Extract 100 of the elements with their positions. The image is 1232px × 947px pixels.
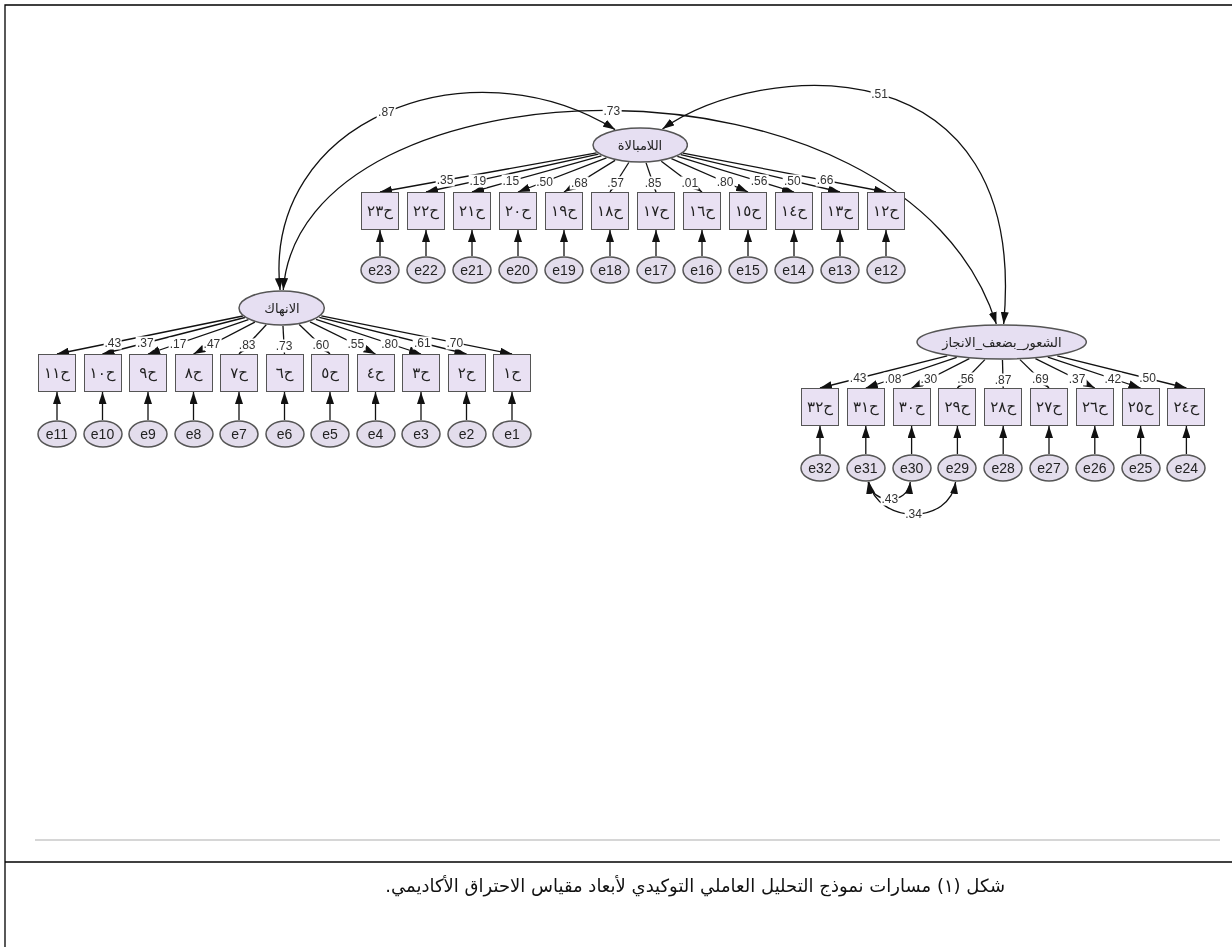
indicator-box: ح٩ (129, 354, 167, 392)
edge-label: .61 (413, 336, 432, 350)
error-term-ellipse: e32 (800, 454, 840, 482)
double-headed-arrow (868, 481, 957, 515)
edge-label: .37 (1067, 372, 1087, 386)
indicator-box: ح٣٢ (801, 388, 839, 426)
error-term-ellipse: e24 (1166, 454, 1207, 482)
arrow (98, 391, 107, 421)
arrow (235, 391, 243, 421)
error-term-ellipse: e17 (636, 256, 676, 284)
indicator-box: ح١٤ (775, 192, 813, 230)
error-term-ellipse: e25 (1120, 454, 1161, 482)
edge-label: .42 (1103, 372, 1123, 386)
edge-label: .69 (1030, 372, 1050, 386)
arrow (560, 229, 568, 257)
arrow (371, 391, 380, 421)
edge-label: .56 (956, 373, 975, 386)
error-term-ellipse: e11 (37, 420, 77, 448)
error-term-ellipse: e23 (360, 256, 400, 284)
arrow (320, 315, 513, 356)
indicator-box: ح١٦ (683, 192, 721, 230)
arrow (698, 229, 706, 257)
error-term-ellipse: e16 (682, 256, 722, 284)
arrow (280, 391, 289, 421)
error-term-ellipse: e6 (264, 420, 305, 448)
indicator-box: ح٨ (174, 354, 213, 392)
arrow (1034, 357, 1096, 389)
arrow (417, 391, 425, 421)
arrow (861, 425, 870, 455)
arrow (606, 229, 614, 257)
arrow (279, 325, 288, 355)
indicator-box: ح١٨ (591, 192, 629, 230)
error-term-ellipse: e9 (128, 420, 168, 448)
arrow (422, 229, 430, 257)
edge-label: .17 (168, 337, 188, 351)
arrow (508, 391, 516, 421)
error-term-ellipse: e20 (498, 256, 538, 284)
indicator-box: ح١٢ (867, 192, 905, 230)
caption: شكل (١) مسارات نموذج التحليل العاملي التوكيدي لأبعاد مقياس الاحتراق الأكاديمي. (385, 874, 1005, 898)
arrow (101, 316, 246, 355)
arrow (907, 425, 916, 455)
arrow (680, 153, 841, 194)
indicator-box: ح٢٦ (1075, 388, 1114, 426)
indicator-box: ح٢٩ (938, 388, 977, 426)
edge-label: .08 (883, 372, 903, 386)
arrow (425, 153, 600, 194)
error-term-ellipse: e30 (891, 454, 932, 482)
error-term-ellipse: e29 (937, 454, 978, 482)
edge-label: .01 (680, 176, 700, 190)
error-term-ellipse: e21 (452, 256, 492, 284)
edge-label: .51 (870, 87, 889, 101)
arrow (315, 318, 422, 355)
indicator-box: ح٧ (220, 354, 258, 392)
double-headed-arrow (276, 92, 616, 291)
indicator-box: ح٢٢ (407, 192, 445, 230)
error-term-ellipse: e28 (983, 454, 1024, 482)
arrow (318, 316, 468, 355)
indicator-box: ح٥ (311, 354, 349, 392)
arrow (999, 425, 1008, 455)
edge-label: .34 (904, 507, 923, 521)
edge-label: .50 (1138, 371, 1157, 385)
arrow (819, 355, 948, 389)
edge-label: .43 (880, 492, 900, 506)
indicator-box: ح١٥ (729, 192, 767, 230)
edge-label: .56 (749, 174, 769, 188)
edge-label: .30 (919, 372, 939, 386)
edge-label: .47 (202, 337, 222, 351)
edge-label: .80 (715, 175, 735, 189)
indicator-box: ح١ (493, 354, 531, 392)
edge-label: .70 (445, 336, 465, 350)
double-headed-arrow (661, 85, 1008, 325)
error-term-ellipse: e18 (590, 256, 630, 284)
edge-label: .66 (815, 173, 835, 187)
error-term-ellipse: e26 (1074, 454, 1115, 482)
latent-variable-ellipse: الشعور_بضعف_الانجاز (916, 324, 1088, 360)
arrow (1090, 425, 1099, 455)
arrow (1136, 425, 1145, 455)
arrow (953, 425, 962, 455)
arrow (462, 391, 471, 421)
arrow (882, 229, 890, 257)
arrow (189, 391, 198, 421)
indicator-box: ح١٣ (821, 192, 859, 230)
arrow (376, 229, 384, 257)
error-term-ellipse: e4 (355, 420, 396, 448)
arrow (744, 229, 752, 257)
indicator-box: ح١٧ (637, 192, 675, 230)
edge-label: .35 (435, 173, 455, 187)
indicator-box: ح٣٠ (892, 388, 931, 426)
indicator-box: ح٢ (447, 354, 486, 392)
edge-label: .60 (311, 338, 331, 352)
arrow (1047, 356, 1142, 389)
error-term-ellipse: e12 (866, 256, 906, 284)
edge-label: .50 (782, 174, 802, 188)
arrow (816, 425, 824, 455)
arrow (56, 315, 244, 356)
error-term-ellipse: e2 (446, 420, 487, 448)
edge-label: .73 (274, 339, 294, 353)
indicator-box: ح١٩ (545, 192, 583, 230)
edge-label: .19 (468, 174, 488, 188)
arrow (471, 155, 603, 193)
